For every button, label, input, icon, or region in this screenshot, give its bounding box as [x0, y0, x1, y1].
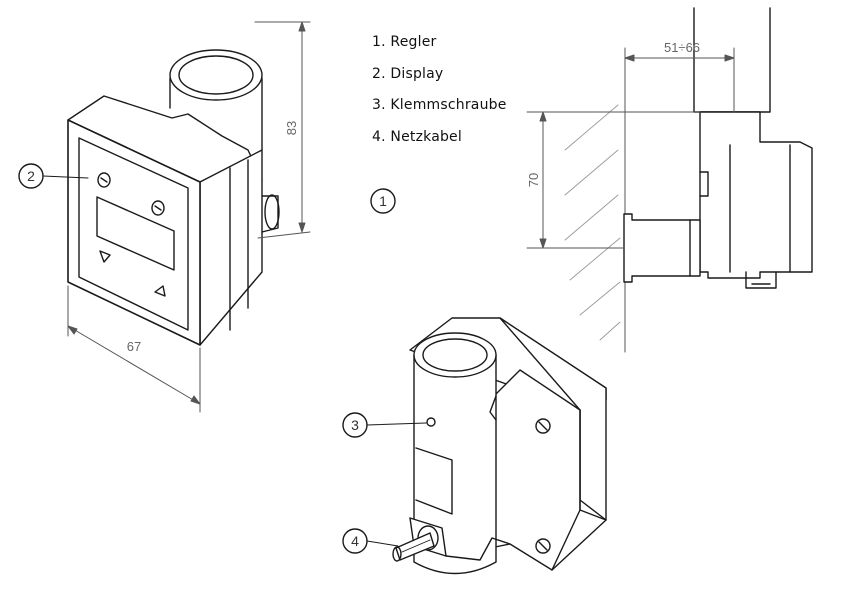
dim-depth-label: 51÷66 — [664, 40, 700, 55]
rear-pipe-top-outer — [413, 332, 497, 378]
legend-item-regler: 1. Regler — [372, 34, 437, 50]
callout-4-number: 4 — [351, 533, 359, 549]
side-view-mounted — [564, 7, 813, 353]
dim-mount-70 — [526, 111, 701, 249]
rear-view-unit — [392, 317, 607, 575]
legend-item-netzkabel: 4. Netzkabel — [372, 128, 462, 145]
callout-1-number: 1 — [379, 193, 387, 209]
callout-2 — [18, 163, 89, 189]
callout-3 — [342, 412, 427, 438]
arrow-down-icon — [99, 250, 111, 263]
legend-item-klemmschraube: 3. Klemmschraube — [372, 97, 507, 113]
rear-pipe-body — [413, 354, 497, 575]
rear-plate-edge-2 — [579, 509, 607, 521]
legend-item-display: 2. Display — [372, 65, 444, 82]
side-element-body — [699, 111, 813, 279]
plate-screw-top — [535, 418, 551, 434]
clamp-screw — [426, 417, 436, 427]
front-pipe-body — [169, 77, 263, 151]
rear-plate-edge-3 — [551, 519, 607, 571]
radiator-tube — [693, 7, 771, 113]
plate-screw-bottom — [535, 538, 551, 554]
rear-right-body — [499, 317, 607, 521]
dim-height-label: 83 — [284, 121, 299, 135]
regler-knob-right — [151, 200, 165, 216]
front-view-heating-unit — [18, 49, 280, 346]
front-pipe-top-outer — [169, 49, 263, 101]
power-cable-strand — [401, 539, 431, 553]
callout-3-number: 3 — [351, 417, 359, 433]
callout-2-number: 2 — [27, 168, 35, 184]
dim-width-67 — [67, 285, 201, 413]
side-button — [699, 171, 709, 197]
rear-pipe-top-inner — [422, 338, 488, 372]
front-body-side — [199, 149, 263, 346]
callout-1 — [370, 188, 396, 214]
side-cable-stub — [745, 271, 777, 289]
callout-4 — [342, 528, 399, 554]
dim-depth-51-66 — [624, 47, 735, 113]
rear-bottom-step — [445, 537, 511, 561]
power-cable-end — [392, 546, 402, 562]
display-screen — [96, 196, 175, 271]
wall-hatch — [564, 104, 621, 341]
dim-width-label: 67 — [127, 339, 141, 354]
arrow-up-icon — [154, 285, 166, 297]
front-face-inner — [78, 137, 189, 331]
rear-pipe-notch — [489, 395, 497, 421]
rear-label-window — [415, 447, 453, 515]
regler-knob-left — [97, 172, 111, 188]
front-face-outer — [67, 119, 201, 346]
dim-height-83 — [254, 21, 311, 239]
side-thread — [623, 213, 701, 283]
parts-legend: 1. Regler 2. Display 3. Klemmschraube 4.… — [372, 32, 507, 158]
front-stub-cap — [264, 194, 280, 230]
dim-mount-label: 70 — [526, 173, 541, 187]
front-pipe-top-inner — [178, 55, 254, 95]
